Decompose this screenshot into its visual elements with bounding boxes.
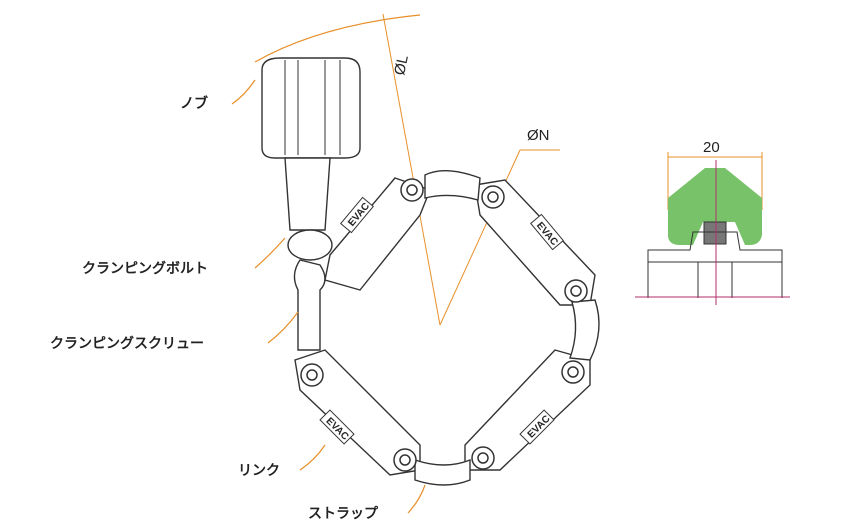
width-dimension: 20 [703, 139, 720, 156]
outer-diameter-arc [254, 14, 421, 63]
knob [261, 57, 361, 261]
knob-label: ノブ [180, 95, 208, 112]
clamping-screw [293, 259, 326, 351]
clamping-bolt-label: クランピングボルト [82, 260, 208, 277]
cross-section: 20 [635, 139, 790, 305]
pivot-pins [300, 178, 588, 472]
strap-bottom [414, 458, 471, 486]
link-top-left: EVAC [324, 177, 431, 291]
strap-label: ストラップ [308, 506, 379, 522]
knob-leader [231, 79, 256, 105]
inner-diameter-line [439, 149, 521, 326]
link-label: リンク [238, 463, 280, 479]
outer-diameter-line [382, 13, 441, 326]
strap-right [569, 299, 600, 361]
strap-leader [407, 484, 426, 514]
gasket [703, 221, 727, 245]
bolt-leader [254, 237, 286, 269]
outer-diameter-label: ØL [391, 54, 412, 77]
clamping-screw-label: クランピングスクリュー [50, 335, 204, 352]
inner-diameter-label: ØN [527, 127, 550, 144]
seal-profile [668, 168, 762, 245]
screw-leader [267, 311, 299, 344]
strap-top [424, 170, 481, 201]
link-top-right: EVAC [474, 179, 596, 306]
link-leader [299, 444, 326, 471]
